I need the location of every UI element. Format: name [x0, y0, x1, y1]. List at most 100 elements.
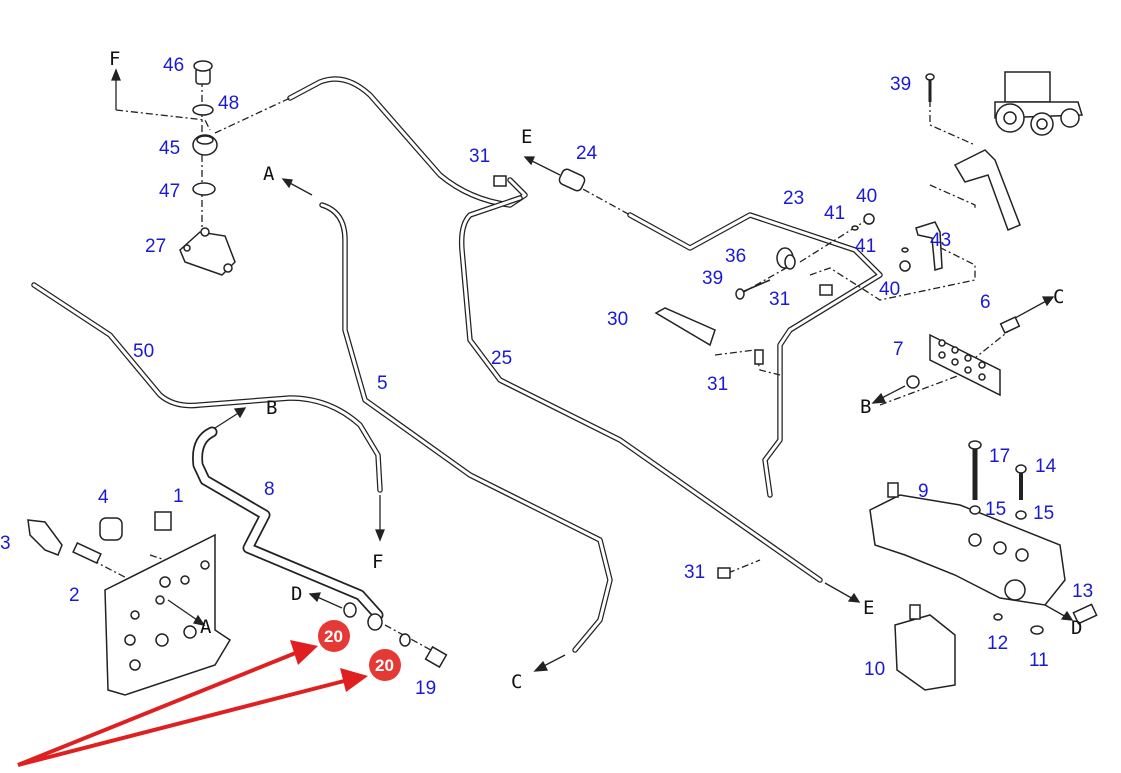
ref-b-mid: B	[266, 397, 277, 419]
port-plate-7	[929, 333, 1001, 397]
clip-31-low	[754, 349, 764, 365]
fitting-2	[72, 541, 102, 565]
callout-50: 50	[133, 341, 154, 362]
badge-20-a-label: 20	[324, 627, 343, 646]
ref-e-top: E	[521, 126, 532, 148]
callout-13: 13	[1072, 581, 1093, 602]
ref-a-plate: A	[200, 616, 212, 638]
callout-31-low: 31	[707, 374, 728, 395]
callout-19: 19	[415, 678, 436, 699]
callout-30: 30	[607, 309, 628, 330]
callout-14: 14	[1035, 456, 1057, 477]
callout-48: 48	[218, 93, 239, 114]
tractor-icon	[994, 71, 1084, 136]
callout-24: 24	[576, 143, 598, 164]
washer-41-b	[901, 247, 909, 253]
banjo-bolt-19	[424, 645, 448, 669]
callout-41-b: 41	[855, 236, 876, 257]
callout-15-b: 15	[1033, 503, 1054, 524]
badge-20-b-label: 20	[375, 656, 394, 675]
callout-5: 5	[377, 373, 388, 394]
callout-7: 7	[893, 339, 904, 360]
banjo-bolt-46	[193, 60, 213, 85]
leader-lines	[91, 80, 1011, 656]
badge-part-20-a[interactable]: 20	[318, 620, 350, 652]
callout-40-a: 40	[856, 186, 877, 207]
callout-6: 6	[980, 292, 991, 313]
control-valve-9	[869, 482, 1098, 625]
pipe-5	[319, 202, 613, 653]
callout-31-bottom: 31	[684, 562, 705, 583]
callout-17: 17	[989, 446, 1010, 467]
callout-4: 4	[98, 487, 109, 508]
callout-23: 23	[783, 188, 804, 209]
callout-43: 43	[930, 230, 951, 251]
banjo-45	[192, 134, 218, 156]
fitting-6	[999, 316, 1021, 334]
ref-d-right: D	[1071, 617, 1082, 639]
highlight-arrows	[17, 640, 368, 767]
mounting-plate	[104, 533, 232, 696]
ref-e-bottom: E	[863, 597, 874, 619]
hose-8	[192, 426, 384, 621]
callout-8: 8	[264, 479, 275, 500]
valve-section-10	[894, 604, 956, 691]
ref-c-bottom: C	[511, 671, 522, 693]
callout-41-a: 41	[824, 203, 845, 224]
seal-ring-47	[192, 182, 216, 196]
washer-12	[993, 613, 1003, 621]
callout-31-mid: 31	[769, 289, 790, 310]
callout-46: 46	[163, 55, 184, 76]
seal-ring-48	[192, 104, 214, 116]
callout-36: 36	[725, 246, 746, 267]
ref-a-top: A	[263, 163, 275, 185]
fitting-24	[558, 168, 586, 192]
label-1	[154, 511, 172, 531]
callout-25: 25	[491, 348, 512, 369]
clamp-36	[776, 247, 796, 270]
seal-ring-20-a	[343, 602, 357, 618]
banjo-hose-8	[367, 613, 383, 631]
cap-3	[27, 519, 63, 556]
nut-40-a	[863, 213, 875, 225]
washer-15-a	[969, 505, 981, 515]
plate-30	[654, 307, 716, 347]
housing-27	[179, 227, 236, 276]
pipe-45-line	[287, 76, 528, 208]
ref-c-right: C	[1053, 286, 1064, 308]
callout-27: 27	[145, 236, 166, 257]
bracket-43	[915, 221, 943, 271]
connection-arrows	[111, 68, 1074, 672]
bracket-upper	[953, 149, 1021, 231]
bolt-39-top	[925, 73, 935, 102]
callout-45: 45	[159, 138, 180, 159]
pipe-50	[31, 282, 383, 493]
callout-12: 12	[987, 633, 1008, 654]
callout-40-b: 40	[879, 279, 900, 300]
callout-2: 2	[69, 585, 80, 606]
callout-9: 9	[918, 481, 929, 502]
washer-11	[1030, 625, 1044, 635]
callout-3: 3	[0, 533, 11, 554]
seal-ring-20-b	[399, 633, 411, 647]
callout-47: 47	[159, 181, 180, 202]
washer-15-b	[1015, 510, 1027, 520]
washer-41-a	[851, 225, 859, 231]
nut-plate-7	[906, 375, 920, 389]
callout-1: 1	[173, 486, 184, 507]
bolt-14	[1015, 464, 1027, 500]
pipe-23	[627, 212, 883, 498]
ref-d-left: D	[291, 583, 302, 605]
ref-f-bottom: F	[372, 551, 383, 573]
clip-31-bottom	[717, 567, 731, 579]
clip-31-mid	[819, 284, 833, 296]
ref-b-right: B	[860, 396, 871, 418]
callout-11: 11	[1029, 650, 1049, 671]
badge-part-20-b[interactable]: 20	[369, 649, 401, 681]
callout-15-a: 15	[985, 499, 1006, 520]
callout-39-mid: 39	[702, 268, 723, 289]
pipe-25	[458, 195, 823, 583]
bolt-39-mid	[735, 279, 771, 300]
bolt-17	[968, 440, 982, 500]
